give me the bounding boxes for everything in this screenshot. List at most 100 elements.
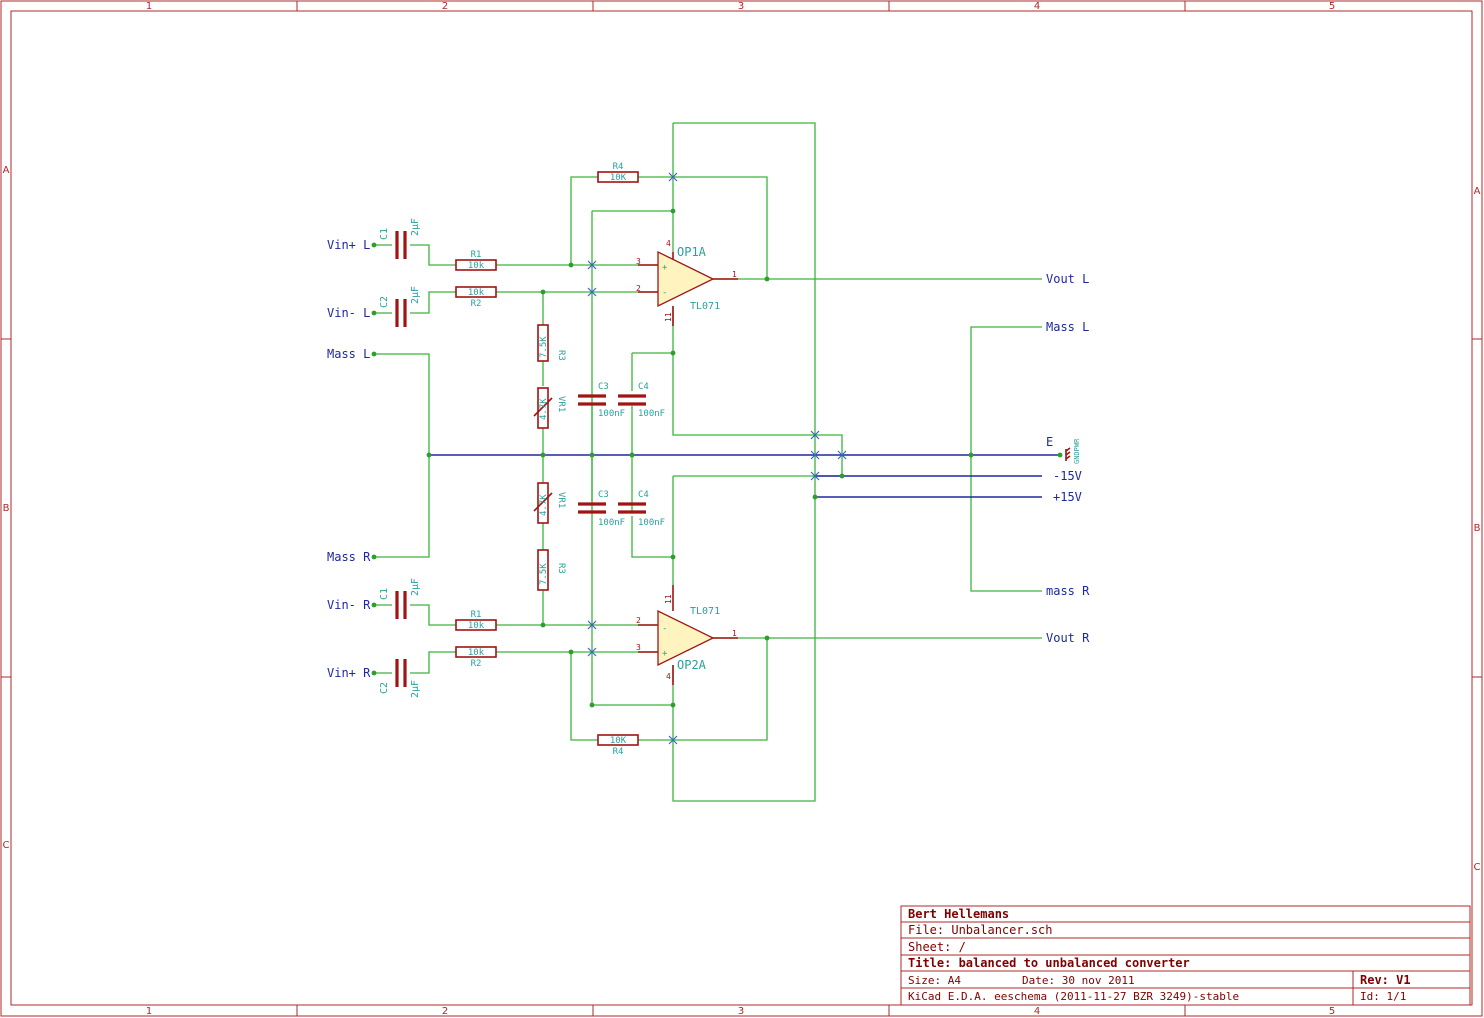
- col-label-3-bottom: 3: [738, 1006, 744, 1017]
- c1-left-ref: C1: [379, 228, 390, 240]
- capacitor-c2-right: C2 2µF: [379, 659, 421, 698]
- r4-bottom-ref: R4: [613, 747, 624, 757]
- title-id: Id: 1/1: [1360, 990, 1406, 1003]
- capacitor-c1-left: C1 2µF: [379, 218, 421, 259]
- c1-left-value: 2µF: [410, 218, 421, 236]
- label-vin-plus-l: Vin+ L: [327, 238, 370, 252]
- label-e: E: [1046, 435, 1053, 449]
- r3-bottom-ref: R3: [556, 563, 566, 574]
- vr1-top-ref: VR1: [556, 396, 566, 412]
- potentiometer-vr1-bottom: 4.7K VR1: [533, 482, 566, 524]
- label-vin-minus-l: Vin- L: [327, 306, 370, 320]
- row-label-a: A: [3, 165, 10, 176]
- c4-top-ref: C4: [638, 382, 649, 392]
- row-label-c: C: [3, 840, 10, 851]
- r1-left-value: 10k: [468, 261, 485, 271]
- title-file: File: Unbalancer.sch: [908, 923, 1053, 937]
- resistor-r4-top: R4 10K: [597, 162, 639, 183]
- c3-bottom-value: 100nF: [598, 518, 625, 528]
- c2-left-ref: C2: [379, 296, 390, 308]
- r2-right-value: 10k: [468, 648, 485, 658]
- r1-right-ref: R1: [471, 610, 482, 620]
- opamp-op2a: 2 3 1 4 11 - + OP2A TL071: [636, 585, 738, 685]
- c1-right-ref: C1: [379, 588, 390, 600]
- op2-pin4: 4: [666, 672, 671, 681]
- title-date: Date: 30 nov 2011: [1022, 974, 1135, 987]
- c3-bottom-ref: C3: [598, 490, 609, 500]
- r4-top-value: 10K: [610, 173, 627, 183]
- label-vout-r: Vout R: [1046, 631, 1090, 645]
- c2-right-ref: C2: [379, 682, 390, 694]
- col-label-3: 3: [738, 1, 744, 12]
- op1-pin2: 2: [636, 284, 641, 293]
- title-tool: KiCad E.D.A. eeschema (2011-11-27 BZR 32…: [908, 990, 1239, 1003]
- capacitor-c4-top: C4 100nF: [618, 382, 665, 419]
- label-mass-r-out: mass R: [1046, 584, 1090, 598]
- op2-value: TL071: [690, 606, 720, 617]
- op1-pin4: 4: [666, 239, 671, 248]
- label-vin-plus-r: Vin+ R: [327, 666, 371, 680]
- junctions: [371, 208, 1063, 708]
- title-text: Title: balanced to unbalanced converter: [908, 956, 1190, 970]
- op1-plus-symbol: +: [662, 263, 668, 273]
- col-label-2-bottom: 2: [442, 1006, 448, 1017]
- op2-pin1: 1: [732, 629, 737, 638]
- row-label-b-right: B: [1474, 523, 1481, 534]
- resistor-r4-bottom: 10K R4: [597, 734, 639, 757]
- op1-pin1: 1: [732, 270, 737, 279]
- r2-left-ref: R2: [471, 299, 482, 309]
- resistor-r1-left: R1 10k: [455, 250, 497, 271]
- op2-pin2: 2: [636, 616, 641, 625]
- gndpwr-symbol: GNDPWR: [1065, 438, 1081, 464]
- r2-right-ref: R2: [471, 659, 482, 669]
- r4-bottom-value: 10K: [610, 736, 627, 746]
- title-author: Bert Hellemans: [908, 907, 1009, 921]
- c2-left-value: 2µF: [410, 286, 421, 304]
- capacitor-c1-right: C1 2µF: [379, 578, 421, 619]
- resistor-r2-right: 10k R2: [455, 646, 497, 669]
- op2-pin11: 11: [664, 594, 673, 604]
- potentiometer-vr1-top: 4.7K VR1: [533, 387, 566, 429]
- vr1-bottom-ref: VR1: [556, 492, 566, 508]
- c4-bottom-value: 100nF: [638, 518, 665, 528]
- r1-left-ref: R1: [471, 250, 482, 260]
- capacitor-c3-bottom: C3 100nF: [578, 490, 625, 528]
- title-size: Size: A4: [908, 974, 961, 987]
- ground-supply-buses: [429, 454, 1060, 498]
- row-label-a-right: A: [1474, 186, 1481, 197]
- op1-pin11: 11: [664, 312, 673, 322]
- op2-pin3: 3: [636, 643, 641, 652]
- capacitor-c3-top: C3 100nF: [578, 382, 625, 419]
- label-mass-l-out: Mass L: [1046, 320, 1089, 334]
- r4-top-ref: R4: [613, 162, 624, 172]
- c4-bottom-ref: C4: [638, 490, 649, 500]
- label-vout-l: Vout L: [1046, 272, 1089, 286]
- col-label-4-bottom: 4: [1034, 1006, 1040, 1017]
- col-label-2: 2: [442, 1, 448, 12]
- col-label-1: 1: [146, 1, 152, 12]
- net-labels: Vin+ L Vin- L Mass L Mass R Vin- R Vin+ …: [327, 238, 1090, 680]
- col-label-1-bottom: 1: [146, 1006, 152, 1017]
- c3-top-ref: C3: [598, 382, 609, 392]
- resistor-r1-right: R1 10k: [455, 610, 497, 631]
- row-label-c-right: C: [1474, 862, 1481, 873]
- col-label-5: 5: [1329, 1, 1335, 12]
- r3-top-ref: R3: [556, 350, 566, 361]
- label-mass-l-in: Mass L: [327, 347, 370, 361]
- op1-ref: OP1A: [677, 245, 707, 259]
- op1-pin3: 3: [636, 257, 641, 266]
- c4-top-value: 100nF: [638, 409, 665, 419]
- op1-minus-symbol: -: [662, 288, 667, 298]
- vr1-top-value: 4.7K: [539, 398, 549, 420]
- wires: [374, 122, 1042, 802]
- col-label-5-bottom: 5: [1329, 1006, 1335, 1017]
- title-block: Bert Hellemans File: Unbalancer.sch Shee…: [900, 905, 1471, 1006]
- r3-bottom-value: 7.5K: [539, 563, 549, 585]
- title-sheet: Sheet: /: [908, 940, 966, 954]
- row-label-b: B: [3, 503, 10, 514]
- c3-top-value: 100nF: [598, 409, 625, 419]
- resistor-r3-bottom: 7.5K R3: [537, 549, 566, 591]
- col-label-4: 4: [1034, 1, 1040, 12]
- r3-top-value: 7.5K: [539, 336, 549, 358]
